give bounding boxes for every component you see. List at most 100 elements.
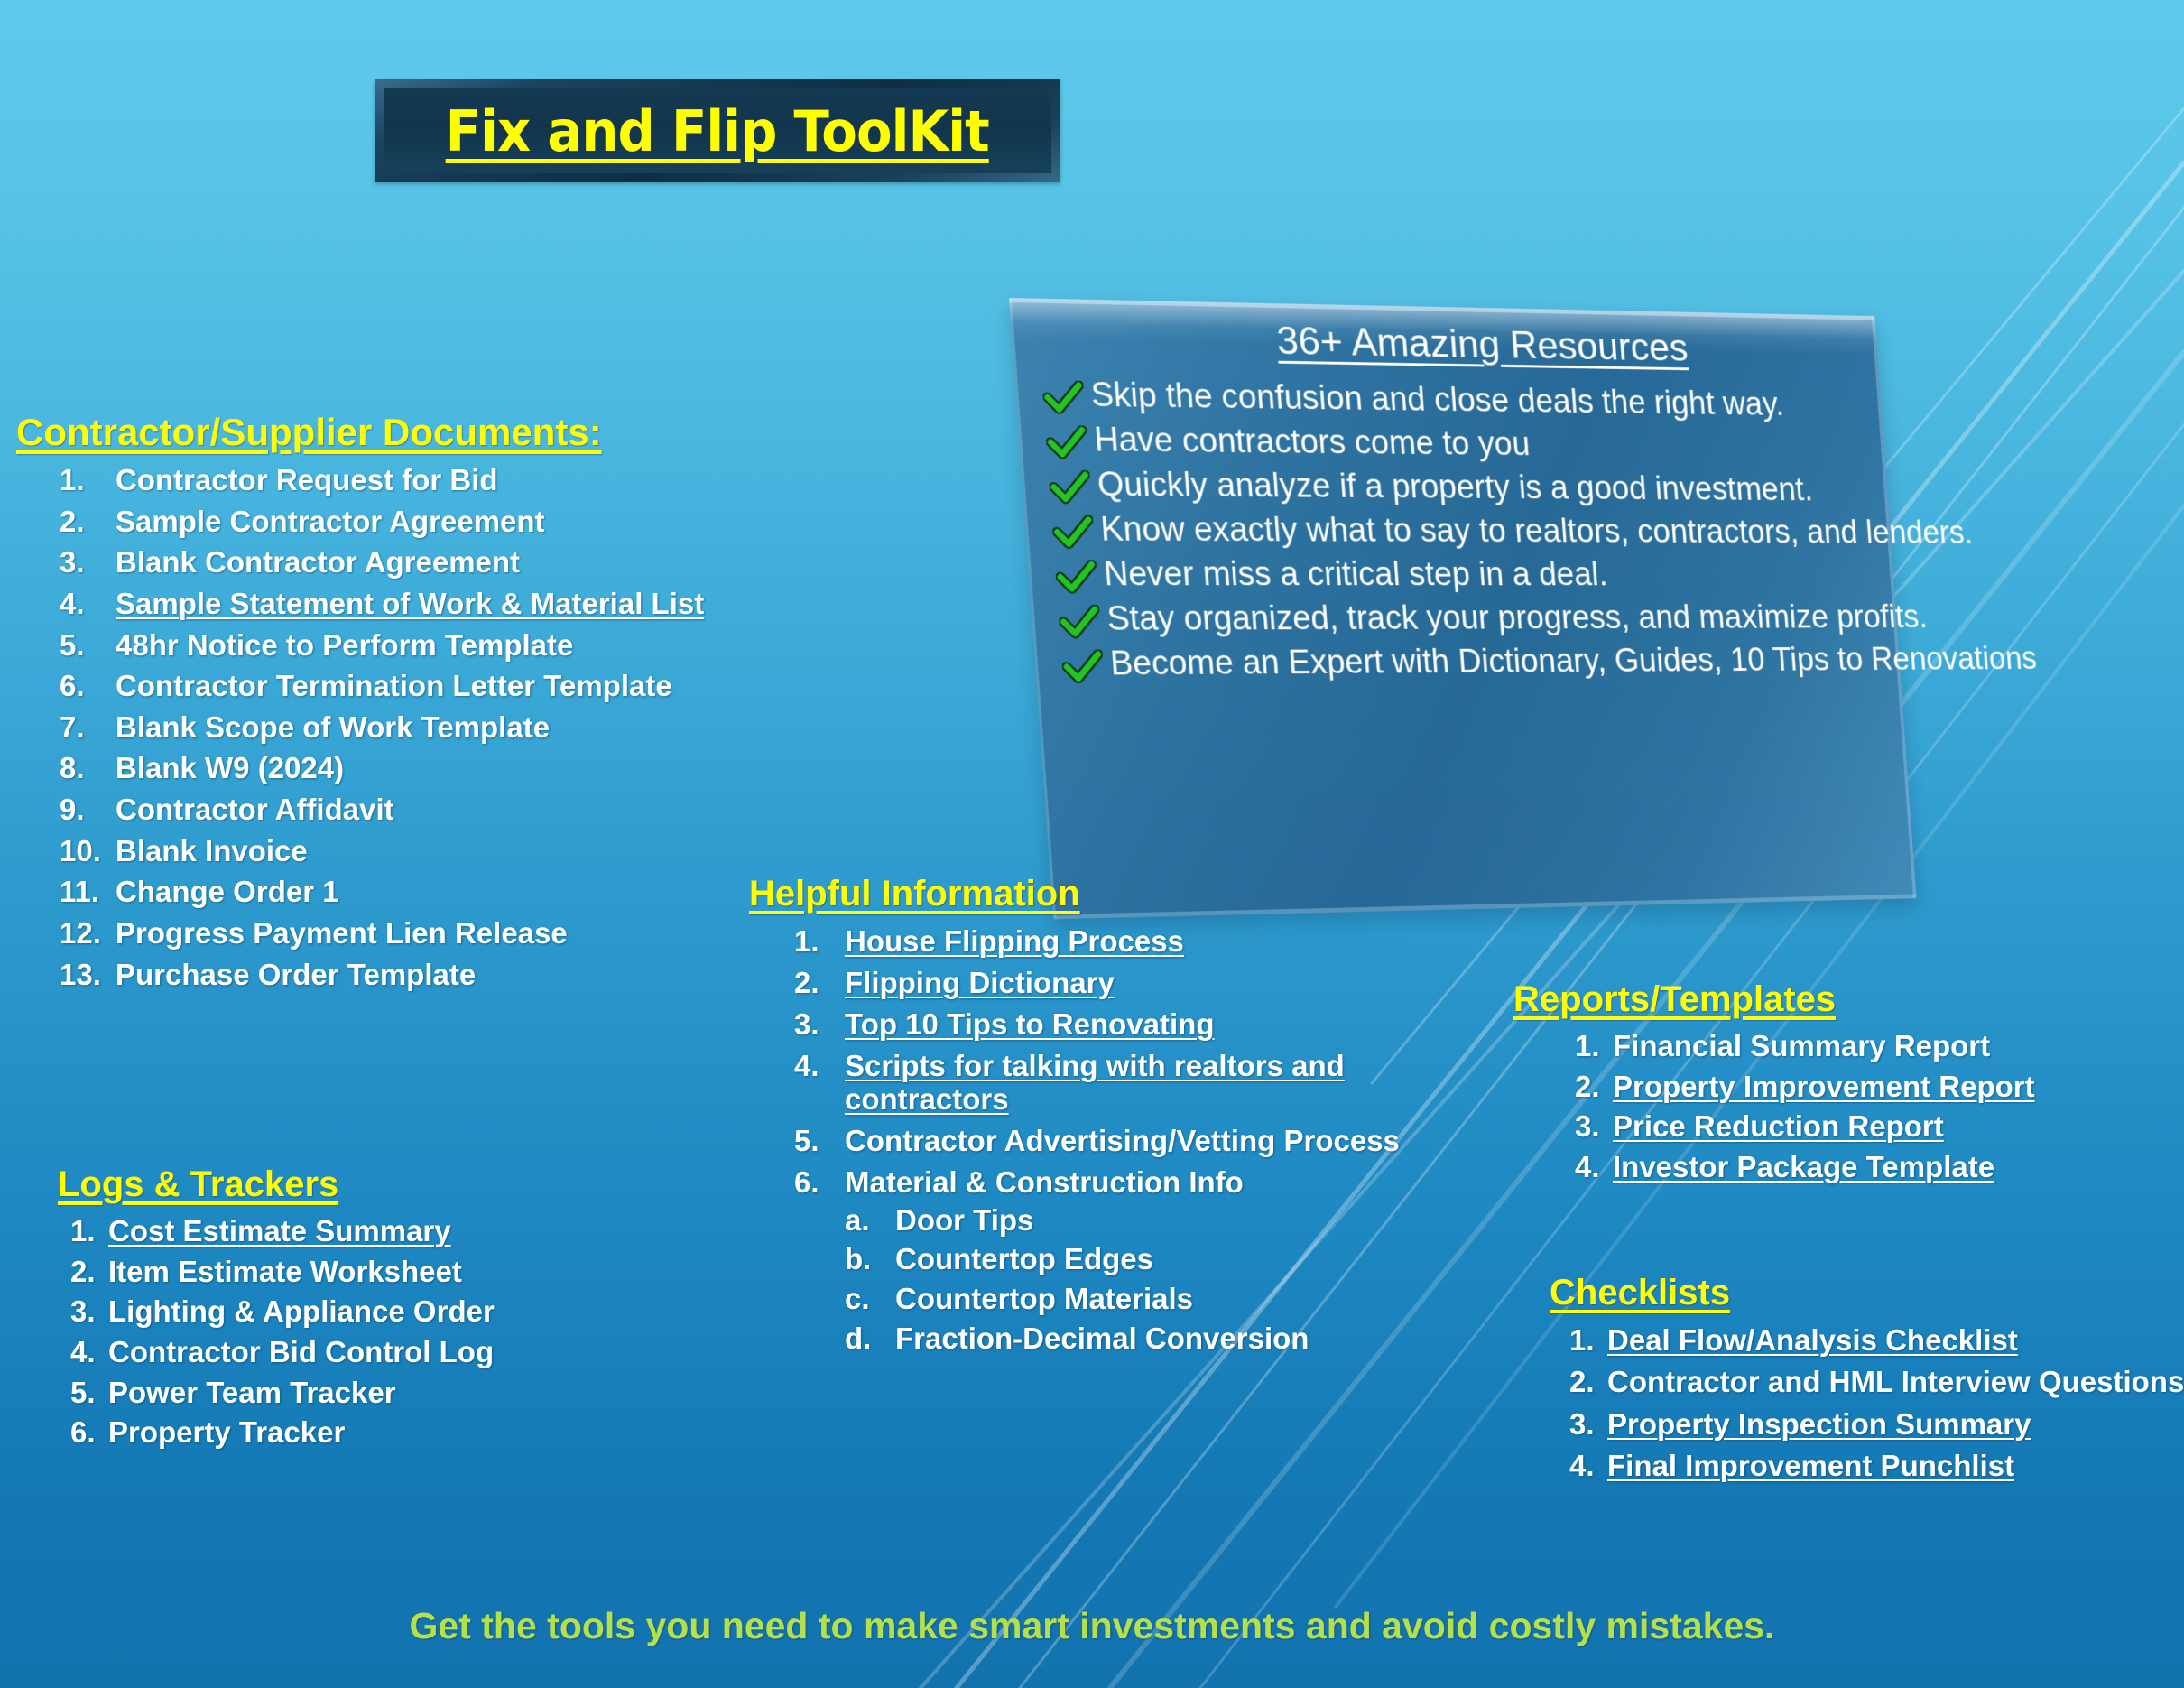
list-item[interactable]: 13.Purchase Order Template: [60, 959, 901, 991]
list-label: Financial Summary Report: [1613, 1029, 1991, 1062]
list-label: Change Order 1: [116, 875, 339, 909]
tagline: Get the tools you need to make smart inv…: [409, 1605, 1775, 1646]
list-number: 12.: [60, 916, 101, 951]
list-number: 3.: [70, 1294, 96, 1329]
list-number: 3.: [794, 1006, 819, 1041]
list-item[interactable]: 3.Blank Contractor Agreement: [60, 547, 901, 579]
list-item[interactable]: 4.Final Improvement Punchlist: [1569, 1449, 2184, 1482]
list-number: 3.: [1569, 1406, 1595, 1441]
list-label: Contractor Bid Control Log: [108, 1334, 495, 1368]
list-item[interactable]: 1. Cost Estimate Summary: [70, 1214, 695, 1247]
logs-and-trackers-list: 1. Cost Estimate Summary 2. Item Estimate …: [70, 1214, 695, 1449]
list-item[interactable]: 2.Contractor and HML Interview Questions: [1569, 1365, 2184, 1398]
list-item[interactable]: 2. Flipping Dictionary: [794, 965, 1471, 1000]
list-item[interactable]: 4. Scripts for talking with realtors and …: [794, 1048, 1471, 1117]
list-item[interactable]: 1.Financial Summary Report: [1575, 1029, 2179, 1062]
list-number: 10.: [60, 833, 101, 867]
title-plaque: Fix and Flip ToolKit: [375, 79, 1060, 182]
list-number: 5.: [794, 1123, 819, 1157]
reports-templates-list: 1.Financial Summary Report 2.Property Im…: [1575, 1029, 2179, 1183]
list-number: 2.: [794, 965, 819, 999]
checkmark-icon: [1061, 650, 1105, 686]
list-label: Item Estimate Worksheet: [108, 1254, 462, 1288]
benefit-text: Know exactly what to say to realtors, co…: [1099, 510, 1974, 552]
list-label: Contractor Affidavit: [116, 793, 394, 827]
list-item[interactable]: 6. Contractor Termination Letter Template: [60, 671, 901, 702]
list-item[interactable]: 4.Sample Statement of Work & Material Li…: [60, 586, 901, 620]
list-number: 9.: [60, 793, 85, 827]
list-item[interactable]: b. Countertop Edges: [845, 1244, 1471, 1275]
list-label: House Flipping Process: [845, 924, 1184, 958]
benefit-text: Quickly analyze if a property is a good …: [1096, 466, 1814, 508]
list-item[interactable]: 1.Contractor Request for Bid: [60, 464, 901, 496]
list-label: Flipping Dictionary: [845, 965, 1115, 999]
list-label: Property Tracker: [108, 1415, 346, 1450]
list-item: Have contractors come to you: [1045, 422, 1859, 466]
list-number: 3.: [1575, 1109, 1600, 1144]
benefit-text: Skip the confusion and close deals the r…: [1089, 376, 1786, 423]
list-item[interactable]: 6. Material & Construction Info a.Door T…: [794, 1165, 1471, 1363]
list-number: 1.: [70, 1214, 96, 1247]
list-label: Progress Payment Lien Release: [116, 916, 568, 951]
list-item[interactable]: 3.Price Reduction Report: [1575, 1111, 2179, 1143]
list-item: Quickly analyze if a property is a good …: [1048, 466, 1861, 508]
list-number: a.: [845, 1202, 870, 1237]
checklists-list: 1.Deal Flow/Analysis Checklist 2.Contrac…: [1569, 1323, 2184, 1482]
list-label: Countertop Edges: [895, 1242, 1153, 1276]
list-number: 6.: [60, 669, 85, 703]
list-item[interactable]: 6.Property Tracker: [70, 1417, 695, 1449]
list-item[interactable]: 2.Property Improvement Report: [1575, 1071, 2179, 1103]
list-item[interactable]: c.Countertop Materials: [845, 1281, 1471, 1315]
checkmark-icon: [1058, 605, 1101, 641]
list-group: Material & Construction Info a.Door Tips…: [845, 1165, 1471, 1363]
reports-section-heading: Reports/Templates: [1513, 979, 1837, 1019]
list-number: 4.: [60, 586, 85, 620]
list-item[interactable]: 1.Deal Flow/Analysis Checklist: [1569, 1323, 2184, 1357]
checkmark-icon: [1049, 470, 1092, 506]
list-item[interactable]: 5.Contractor Advertising/Vetting Process: [794, 1123, 1471, 1158]
list-number: 7.: [60, 710, 85, 744]
list-item[interactable]: a.Door Tips: [845, 1202, 1471, 1237]
list-label: Fraction-Decimal Conversion: [895, 1321, 1309, 1355]
list-label: Countertop Materials: [895, 1281, 1194, 1315]
benefits-list: Skip the confusion and close deals the r…: [1041, 376, 2038, 682]
benefit-text: Have contractors come to you: [1093, 421, 1532, 463]
list-item[interactable]: 3. Top 10 Tips to Renovating: [794, 1006, 1471, 1042]
list-item[interactable]: 4.Investor Package Template: [1575, 1149, 2179, 1183]
list-label: Investor Package Template: [1613, 1149, 1995, 1183]
list-item[interactable]: 10.Blank Invoice: [60, 833, 901, 867]
list-label: Scripts for talking with realtors and co…: [845, 1048, 1345, 1116]
list-label: Contractor Termination Letter Template: [116, 669, 672, 703]
list-number: 3.: [60, 545, 85, 580]
list-item[interactable]: 5.Power Team Tracker: [70, 1377, 695, 1409]
list-item: Stay organized, track your progress, and…: [1058, 599, 1929, 641]
list-label: Top 10 Tips to Renovating: [845, 1006, 1215, 1041]
list-item[interactable]: 12. Progress Payment Lien Release: [60, 916, 901, 951]
list-item: Skip the confusion and close deals the r…: [1041, 376, 1855, 423]
list-label: Sample Contractor Agreement: [116, 504, 545, 538]
list-item[interactable]: 8.Blank W9 (2024): [60, 753, 901, 784]
list-item[interactable]: 4.Contractor Bid Control Log: [70, 1334, 695, 1368]
list-number: 2.: [70, 1254, 96, 1288]
benefit-text: Become an Expert with Dictionary, Guides…: [1108, 641, 2039, 683]
list-item[interactable]: 5.48hr Notice to Perform Template: [60, 629, 901, 662]
list-item[interactable]: 3.Lighting & Appliance Order: [70, 1296, 695, 1328]
page-title: Fix and Flip ToolKit: [445, 97, 990, 164]
list-item[interactable]: 11.Change Order 1: [60, 876, 901, 908]
list-item[interactable]: 9. Contractor Affidavit: [60, 793, 901, 827]
list-item[interactable]: 2.Sample Contractor Agreement: [60, 504, 901, 538]
list-label: Cost Estimate Summary: [108, 1214, 451, 1247]
list-item[interactable]: 1. House Flipping Process: [794, 924, 1471, 959]
amazing-resources-panel: 36+ Amazing Resources Skip the confusion…: [1009, 298, 2038, 920]
material-construction-sublist: a.Door Tips b. Countertop Edges c.Counter…: [845, 1202, 1471, 1355]
list-label: Property Inspection Summary: [1607, 1406, 2031, 1441]
list-item[interactable]: 2. Item Estimate Worksheet: [70, 1254, 695, 1288]
list-item[interactable]: 3. Property Inspection Summary: [1569, 1406, 2184, 1441]
list-item[interactable]: d.Fraction-Decimal Conversion: [845, 1321, 1471, 1355]
checkmark-icon: [1045, 425, 1088, 461]
list-number: b.: [845, 1242, 872, 1276]
list-number: 4.: [794, 1048, 819, 1082]
benefit-text: Stay organized, track your progress, and…: [1106, 599, 1929, 638]
list-item[interactable]: 7.Blank Scope of Work Template: [60, 710, 901, 744]
list-number: 1.: [794, 924, 819, 958]
